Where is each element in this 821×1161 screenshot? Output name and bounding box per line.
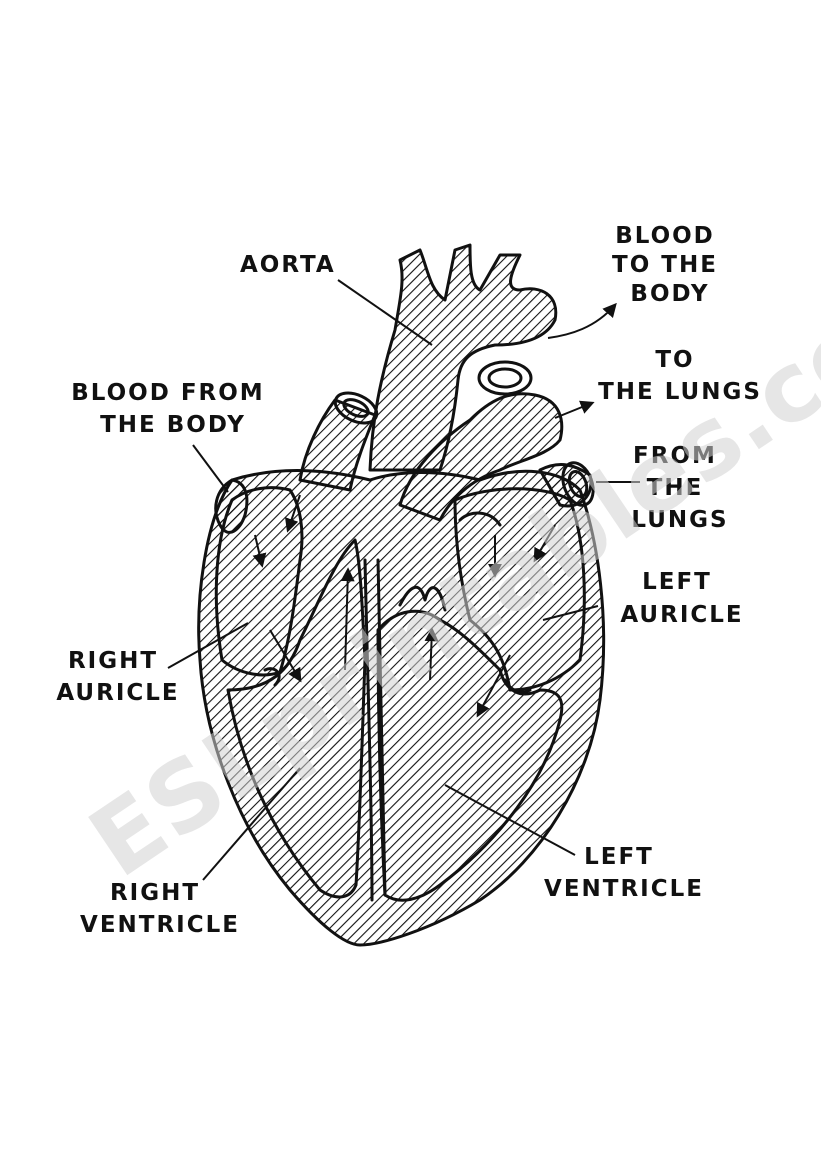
pulmonary-artery [398, 392, 564, 522]
label-left-auricle: LEFT AURICLE [620, 569, 743, 628]
label-blood-to-body: BLOOD TO THE BODY [612, 223, 728, 307]
valves [263, 511, 532, 694]
labels: AORTA BLOOD TO THE BODY TO THE LUNGS BLO… [56, 223, 762, 938]
flow-arrow [476, 654, 511, 718]
flow-arrow [269, 629, 302, 683]
label-to-lungs: TO THE LUNGS [598, 347, 762, 405]
flow-arrow [533, 524, 556, 563]
vena-cava [298, 398, 377, 492]
flow-arrow [252, 534, 267, 568]
label-blood-from-body: BLOOD FROM THE BODY [71, 380, 274, 438]
label-from-lungs: FROM THE LUNGS [631, 443, 728, 533]
label-aorta: AORTA [240, 252, 336, 278]
flow-arrow-to-lungs [554, 400, 595, 419]
great-vessels [214, 243, 595, 534]
label-right-auricle: RIGHT AURICLE [56, 648, 179, 706]
right-ventricle-chamber [226, 538, 367, 899]
leader-lines [167, 279, 640, 881]
flow-arrow [424, 627, 439, 681]
label-left-ventricle: LEFT VENTRICLE [544, 844, 704, 902]
flow-arrows [252, 302, 617, 718]
flow-arrow [285, 494, 301, 533]
label-right-ventricle: RIGHT VENTRICLE [80, 880, 240, 938]
heart-outline [197, 469, 606, 947]
right-auricle-chamber [214, 486, 304, 677]
flow-arrow [340, 567, 355, 671]
aorta [368, 243, 558, 472]
flow-arrow-to-body [547, 302, 617, 339]
